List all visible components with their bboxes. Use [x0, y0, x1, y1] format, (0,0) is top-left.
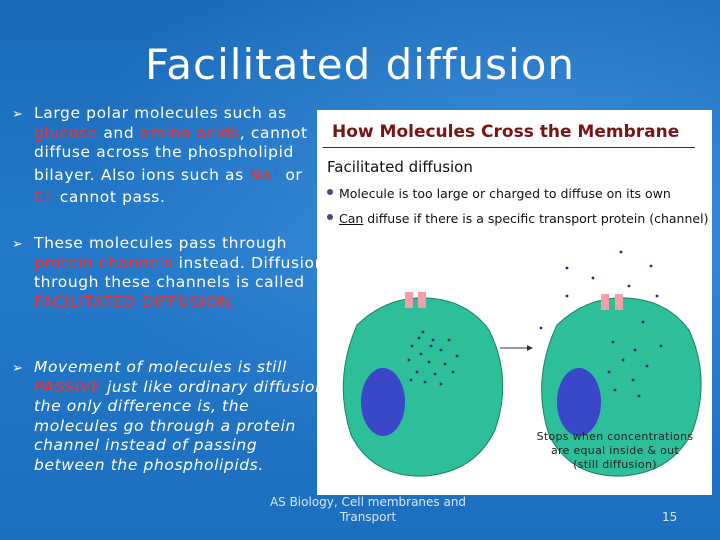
bullet-dot-icon — [327, 214, 333, 220]
footer-line: AS Biology, Cell membranes and — [269, 495, 467, 509]
arrow-bullet-icon: ➢ — [12, 361, 24, 376]
superscript: + — [271, 166, 280, 177]
highlight-text: Cl — [34, 188, 51, 207]
highlight-text: FACILITATED DIFFUSION. — [34, 292, 237, 311]
cell-before — [342, 292, 504, 477]
figure-divider — [323, 147, 695, 148]
nucleus-left — [361, 368, 405, 436]
bullet-dot-icon — [327, 189, 333, 195]
bullet-text: cannot pass. — [54, 188, 166, 207]
highlight-text: glucose — [34, 123, 98, 142]
figure-point-underlined: Can — [339, 211, 364, 226]
bullet-text: and — [97, 123, 140, 142]
molecules-left — [407, 330, 459, 386]
bullet-text: or — [279, 165, 303, 184]
protein-channel-right-b — [615, 294, 623, 310]
slide-title: Facilitated diffusion — [144, 40, 576, 89]
figure-point-1: Molecule is too large or charged to diff… — [327, 186, 671, 201]
figure-subtitle: Facilitated diffusion — [327, 158, 473, 176]
protein-channel-left-b — [418, 292, 426, 308]
superscript: - — [50, 189, 55, 200]
page-number: 15 — [662, 510, 678, 524]
figure-point-2: Can diffuse if there is a specific trans… — [327, 211, 709, 226]
figure-point-text: Molecule is too large or charged to diff… — [339, 186, 671, 201]
highlight-text: protein channels — [34, 253, 174, 272]
arrow-right-icon — [500, 345, 533, 351]
cell-diagram — [342, 250, 702, 477]
stops-caption-line: (still diffusion) — [573, 458, 657, 471]
stops-caption-line: Stops when concentrations — [536, 430, 694, 443]
bullet-text: , cannot diffuse across the phospholipid… — [34, 123, 308, 184]
footer-line: Transport — [339, 510, 397, 524]
stops-caption: Stops when concentrations are equal insi… — [535, 430, 695, 472]
bullet-text: just like ordinary diffusion, the only d… — [34, 377, 331, 474]
stops-caption-line: are equal inside & out — [550, 444, 680, 457]
slide-footer: AS Biology, Cell membranes and Transport — [258, 495, 478, 525]
highlight-text: PASSIVE — [34, 377, 102, 396]
bullet-text: Large polar molecules such as — [34, 104, 287, 122]
nucleus-right — [557, 368, 601, 436]
figure-point-text: diffuse if there is a specific transport… — [363, 211, 709, 226]
arrow-bullet-icon: ➢ — [12, 237, 24, 252]
bullet-item-2: ➢ These molecules pass through protein c… — [12, 234, 334, 312]
bullet-item-1: ➢ Large polar molecules such as glucose … — [12, 104, 324, 208]
arrow-bullet-icon: ➢ — [12, 107, 24, 122]
highlight-text: Na — [249, 165, 272, 184]
bullet-text: These molecules pass through — [34, 234, 288, 252]
protein-channel-right-a — [601, 294, 609, 310]
figure-title: How Molecules Cross the Membrane — [332, 122, 680, 142]
bullet-item-3: ➢ Movement of molecules is still PASSIVE… — [12, 358, 334, 475]
bullet-text: Movement of molecules is still — [34, 358, 287, 376]
bullet-text: instead. Diffusion through these channel… — [34, 253, 326, 292]
cell-after — [541, 294, 702, 477]
protein-channel-left-a — [405, 292, 413, 308]
molecules-right — [539, 250, 663, 398]
highlight-text: amino acids — [139, 123, 240, 142]
diagram-figure: How Molecules Cross the Membrane Facilit… — [317, 110, 712, 495]
